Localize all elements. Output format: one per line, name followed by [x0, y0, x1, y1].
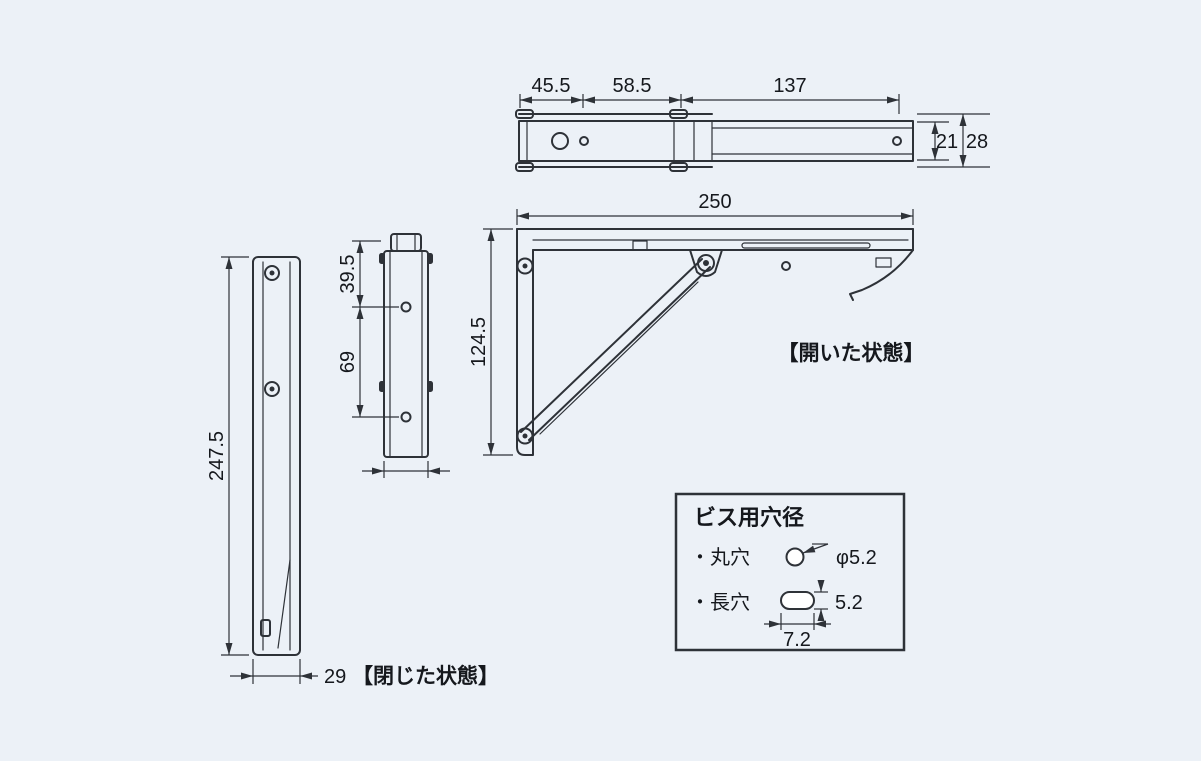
top-view: 45.5 58.5 137 21 28	[515, 75, 990, 172]
small-hole	[579, 136, 589, 146]
open-state-caption: 【開いた状態】	[778, 341, 925, 365]
front-view: 39.5 69	[337, 233, 450, 478]
round-hole-label: ・丸穴	[690, 546, 750, 569]
top-view-part	[515, 109, 914, 172]
brace-edge	[520, 258, 703, 433]
rivet-tab	[515, 109, 534, 119]
closed-view-part	[252, 256, 301, 656]
top-cap	[390, 233, 422, 252]
round-hole	[551, 132, 569, 150]
dim-250-label: 250	[698, 191, 731, 213]
legend-title: ビス用穴径	[694, 505, 804, 530]
open-view-dimensions: 250 124.5	[468, 191, 914, 456]
dim-29-label: 29	[324, 666, 346, 688]
dim-137-label: 137	[773, 75, 806, 97]
arm-slot	[741, 242, 871, 249]
small-hole	[892, 136, 902, 146]
open-state-view: 250 124.5	[468, 191, 925, 456]
legend-box: ビス用穴径 ・丸穴 φ5.2 ・長穴 5.2 7.2	[674, 492, 906, 652]
round-hole-icon	[785, 547, 805, 567]
rivet-tab	[669, 109, 688, 119]
screw-hole	[400, 411, 412, 423]
closed-state-caption: 【閉じた状態】	[352, 664, 499, 688]
screw-hole	[400, 301, 412, 313]
slot-hole-width: 7.2	[783, 629, 811, 651]
legend-round-hole-row: ・丸穴 φ5.2	[690, 543, 877, 569]
dim-58-5-label: 58.5	[613, 75, 652, 97]
dim-39-5-label: 39.5	[337, 255, 359, 294]
front-view-part	[379, 233, 433, 458]
dim-45-5-label: 45.5	[532, 75, 571, 97]
latch	[260, 619, 271, 637]
open-view-part	[516, 228, 914, 456]
lock-link	[539, 281, 699, 435]
rivet-tab	[515, 162, 534, 172]
front-view-dimensions: 39.5 69	[337, 240, 450, 478]
dim-21-label: 21	[936, 131, 958, 153]
rivet-tab	[669, 162, 688, 172]
release-lever	[849, 249, 914, 301]
brace-edge	[528, 266, 711, 441]
closed-state-view: 247.5 29 【閉じた状態】	[206, 256, 499, 688]
arm-notch	[632, 240, 648, 251]
hinge-pin	[516, 257, 534, 275]
slot-hole-label: ・長穴	[690, 591, 750, 614]
round-hole-diameter: φ5.2	[836, 547, 877, 569]
rivet-tab	[379, 253, 385, 264]
top-view-dimensions: 45.5 58.5 137 21 28	[519, 75, 990, 168]
slot-hole-height: 5.2	[835, 592, 863, 614]
dim-69-label: 69	[337, 351, 359, 373]
legend-slot-hole-row: ・長穴 5.2 7.2	[690, 580, 863, 651]
small-hole	[781, 261, 791, 271]
closed-view-dimensions: 247.5 29	[206, 256, 346, 688]
rivet-tab	[379, 381, 385, 392]
dim-28-label: 28	[966, 131, 988, 153]
arm-hinge-bracket	[689, 249, 723, 277]
wall-plate	[516, 228, 534, 456]
latch	[875, 257, 892, 268]
hinge-pin	[264, 265, 280, 281]
hinge-pin	[264, 381, 280, 397]
hinge-pin	[697, 254, 715, 272]
rivet-tab	[427, 381, 433, 392]
rivet-tab	[427, 253, 433, 264]
slot-hole-icon	[780, 591, 815, 610]
folded-brace-line	[277, 559, 291, 649]
dim-247-5-label: 247.5	[206, 431, 228, 481]
dim-124-5-label: 124.5	[468, 317, 490, 367]
